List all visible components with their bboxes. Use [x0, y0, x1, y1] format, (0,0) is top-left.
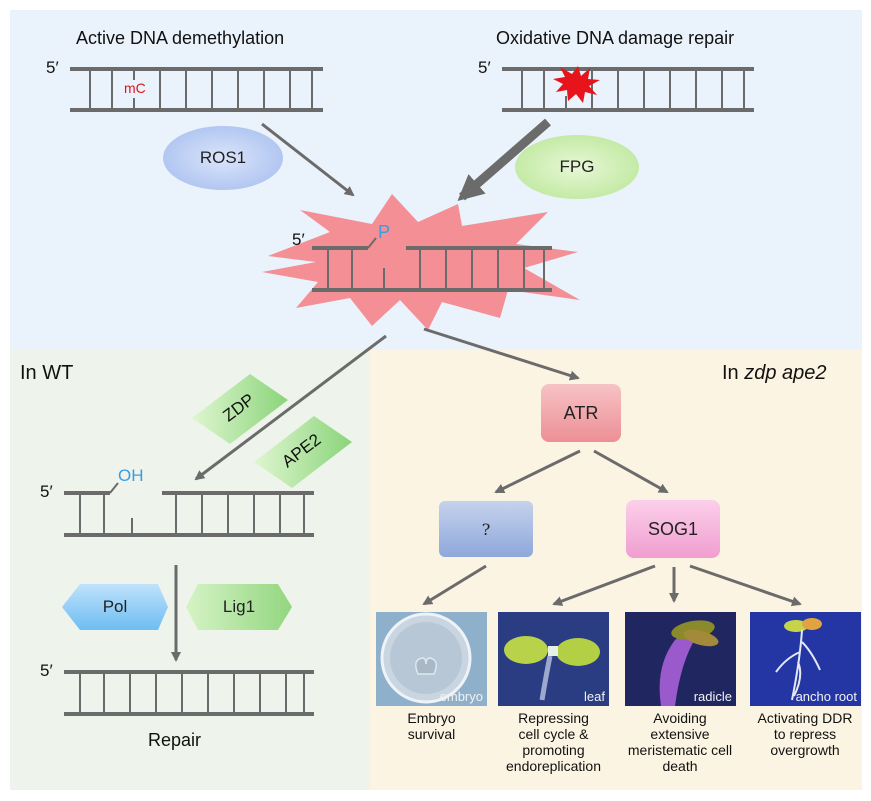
zdp-blob	[192, 374, 288, 444]
oxidative-lesion-icon	[553, 66, 600, 103]
hydroxyl-label: OH	[118, 466, 144, 485]
sog1-box	[626, 500, 720, 558]
ros1-blob	[163, 126, 283, 190]
active-demethylation-title: Active DNA demethylation	[76, 28, 285, 48]
five-prime-label: 5′	[478, 58, 491, 77]
leaf-image: leaf	[498, 612, 609, 706]
methyl-cytosine-label: mC	[124, 80, 146, 96]
ancho-root-caption-line: Activating DDR	[757, 710, 853, 726]
lig1-blob	[186, 584, 292, 630]
embryo-caption-line: Embryo	[407, 710, 456, 726]
leaf-image-label: leaf	[584, 689, 605, 704]
repair-label: Repair	[148, 730, 202, 750]
mutant-panel-title: In zdp ape2	[722, 362, 827, 384]
dna-duplex-methylated	[70, 67, 323, 112]
arrow-ros1-to-intermediate	[261, 122, 355, 197]
embryo-image: embryo	[376, 612, 487, 706]
unknown-box	[439, 501, 533, 557]
oxidative-repair-title: Oxidative DNA damage repair	[496, 28, 735, 48]
arrow-unknown-to-embryo	[422, 564, 487, 606]
embryo-caption-line: survival	[407, 726, 456, 742]
dna-gapped-oh	[64, 482, 314, 537]
radicle-caption-line: death	[662, 758, 698, 774]
ape2-blob	[254, 416, 352, 488]
sog1-label: SOG1	[647, 518, 699, 539]
embryo-image-label: embryo	[439, 689, 483, 704]
dna-duplex-oxidized	[502, 67, 754, 112]
five-prime-label: 5′	[40, 661, 53, 680]
radicle-image: radicle	[625, 612, 736, 706]
fpg-blob	[515, 135, 639, 199]
arrow-fpg-to-intermediate	[457, 118, 551, 201]
dna-gapped-intermediate	[312, 237, 552, 292]
atr-box	[541, 384, 621, 442]
radicle-caption-line: Avoiding	[653, 710, 707, 726]
five-prime-label: 5′	[40, 482, 53, 501]
ancho-root-image: ancho root	[750, 612, 861, 706]
ancho-root-caption-line: to repress	[773, 726, 837, 742]
arrow-atr-to-sog1	[593, 449, 669, 494]
wt-panel-title: In WT	[20, 362, 74, 384]
pol-label: Pol	[102, 597, 128, 616]
arrow-atr-to-unknown	[494, 449, 581, 494]
arrow-sog1-to-root	[689, 564, 802, 607]
atr-label: ATR	[563, 402, 599, 423]
arrow-to-atr	[423, 327, 580, 381]
radicle-caption-line: meristematic cell	[627, 742, 733, 758]
lig1-label: Lig1	[222, 597, 256, 616]
radicle-image-label: radicle	[693, 689, 732, 704]
ancho-root-caption-line: overgrowth	[770, 742, 840, 758]
arrow-sog1-to-leaf	[552, 564, 656, 606]
phosphate-label: P	[378, 222, 391, 242]
leaf-caption-line: promoting	[522, 742, 585, 758]
fpg-label: FPG	[559, 157, 595, 176]
radicle-caption-line: extensive	[650, 726, 710, 742]
pol-blob	[62, 584, 168, 630]
leaf-caption-line: cell cycle &	[518, 726, 589, 742]
arrow-to-wt-repair	[194, 334, 387, 481]
leaf-caption-line: Repressing	[518, 710, 589, 726]
five-prime-label: 5′	[292, 230, 305, 249]
five-prime-label: 5′	[46, 58, 59, 77]
leaf-caption-line: endoreplication	[506, 758, 601, 774]
ancho-root-image-label: ancho root	[795, 689, 857, 704]
dna-repaired	[64, 670, 314, 716]
unknown-factor-label: ?	[481, 519, 491, 539]
ros1-label: ROS1	[199, 148, 247, 167]
